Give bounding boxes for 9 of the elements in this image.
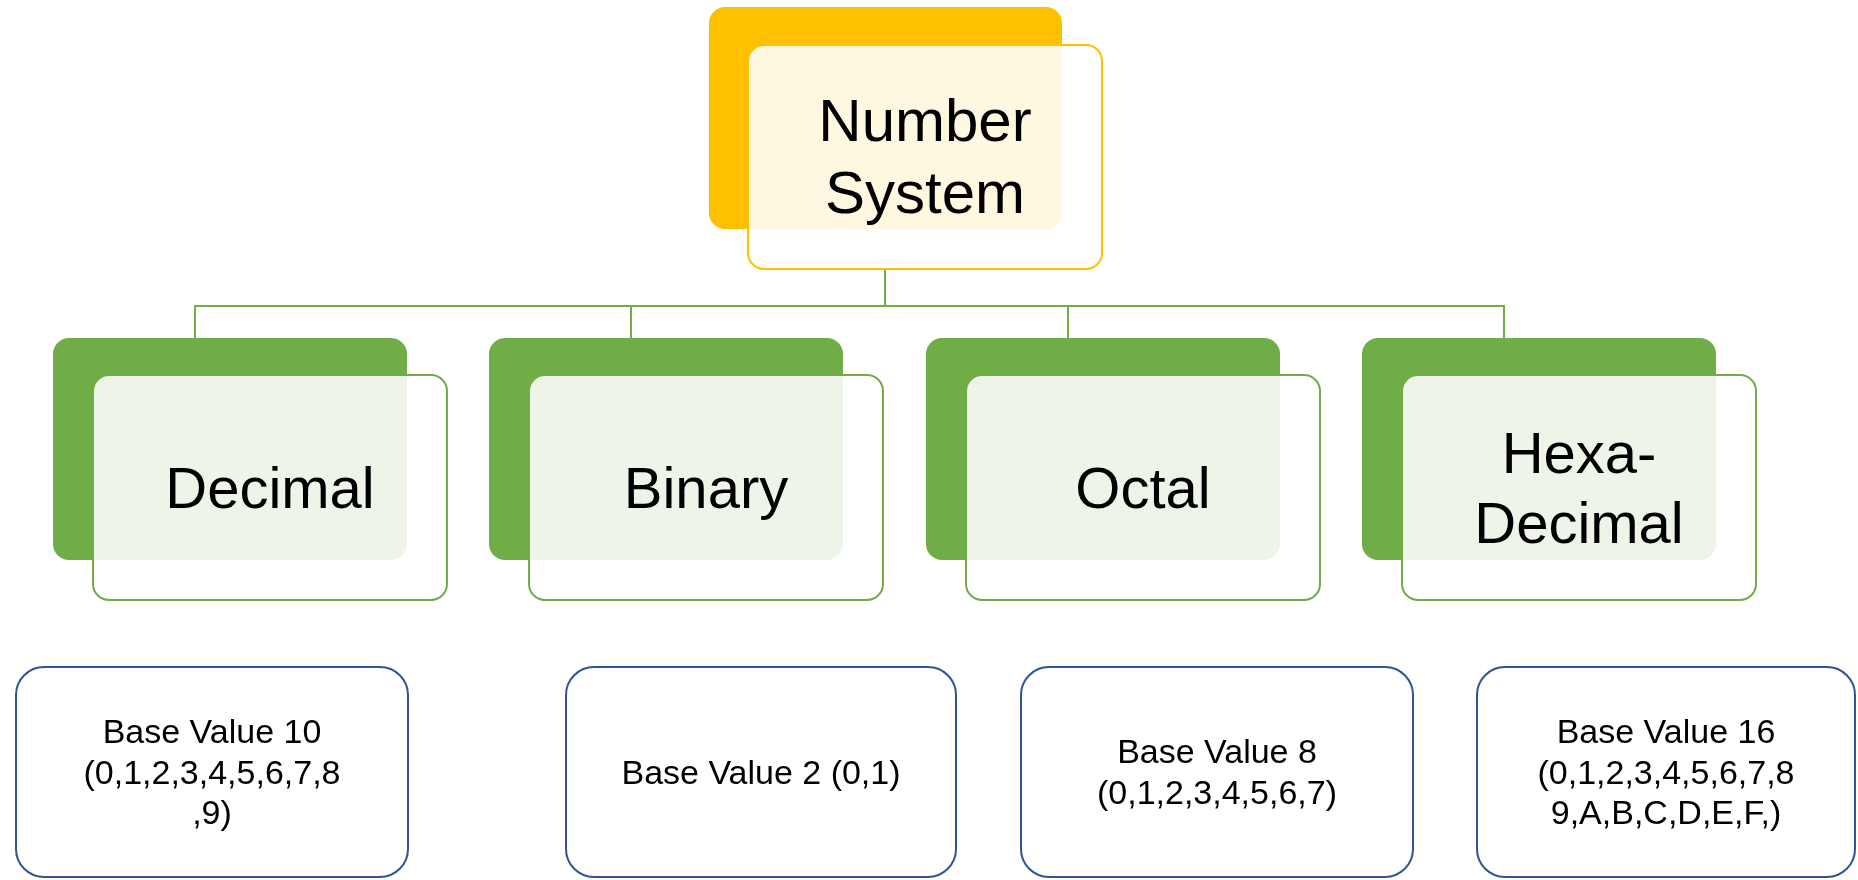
node-description: Base Value 16 (0,1,2,3,4,5,6,7,8 9,A,B,C,D,E,F,) (1536, 710, 1796, 834)
node-title: Decimal (165, 453, 375, 522)
node-title: Octal (1075, 453, 1211, 522)
node-description: Base Value 8 (0,1,2,3,4,5,6,7) (1095, 731, 1338, 813)
node-description: Base Value 2 (0,1) (621, 751, 901, 793)
node-title: Binary (623, 453, 789, 522)
node-description: Base Value 10 (0,1,2,3,4,5,6,7,8 ,9) (82, 710, 342, 834)
node-title: Number System (817, 86, 1033, 228)
node-title: Hexa-Decimal (1473, 418, 1685, 557)
